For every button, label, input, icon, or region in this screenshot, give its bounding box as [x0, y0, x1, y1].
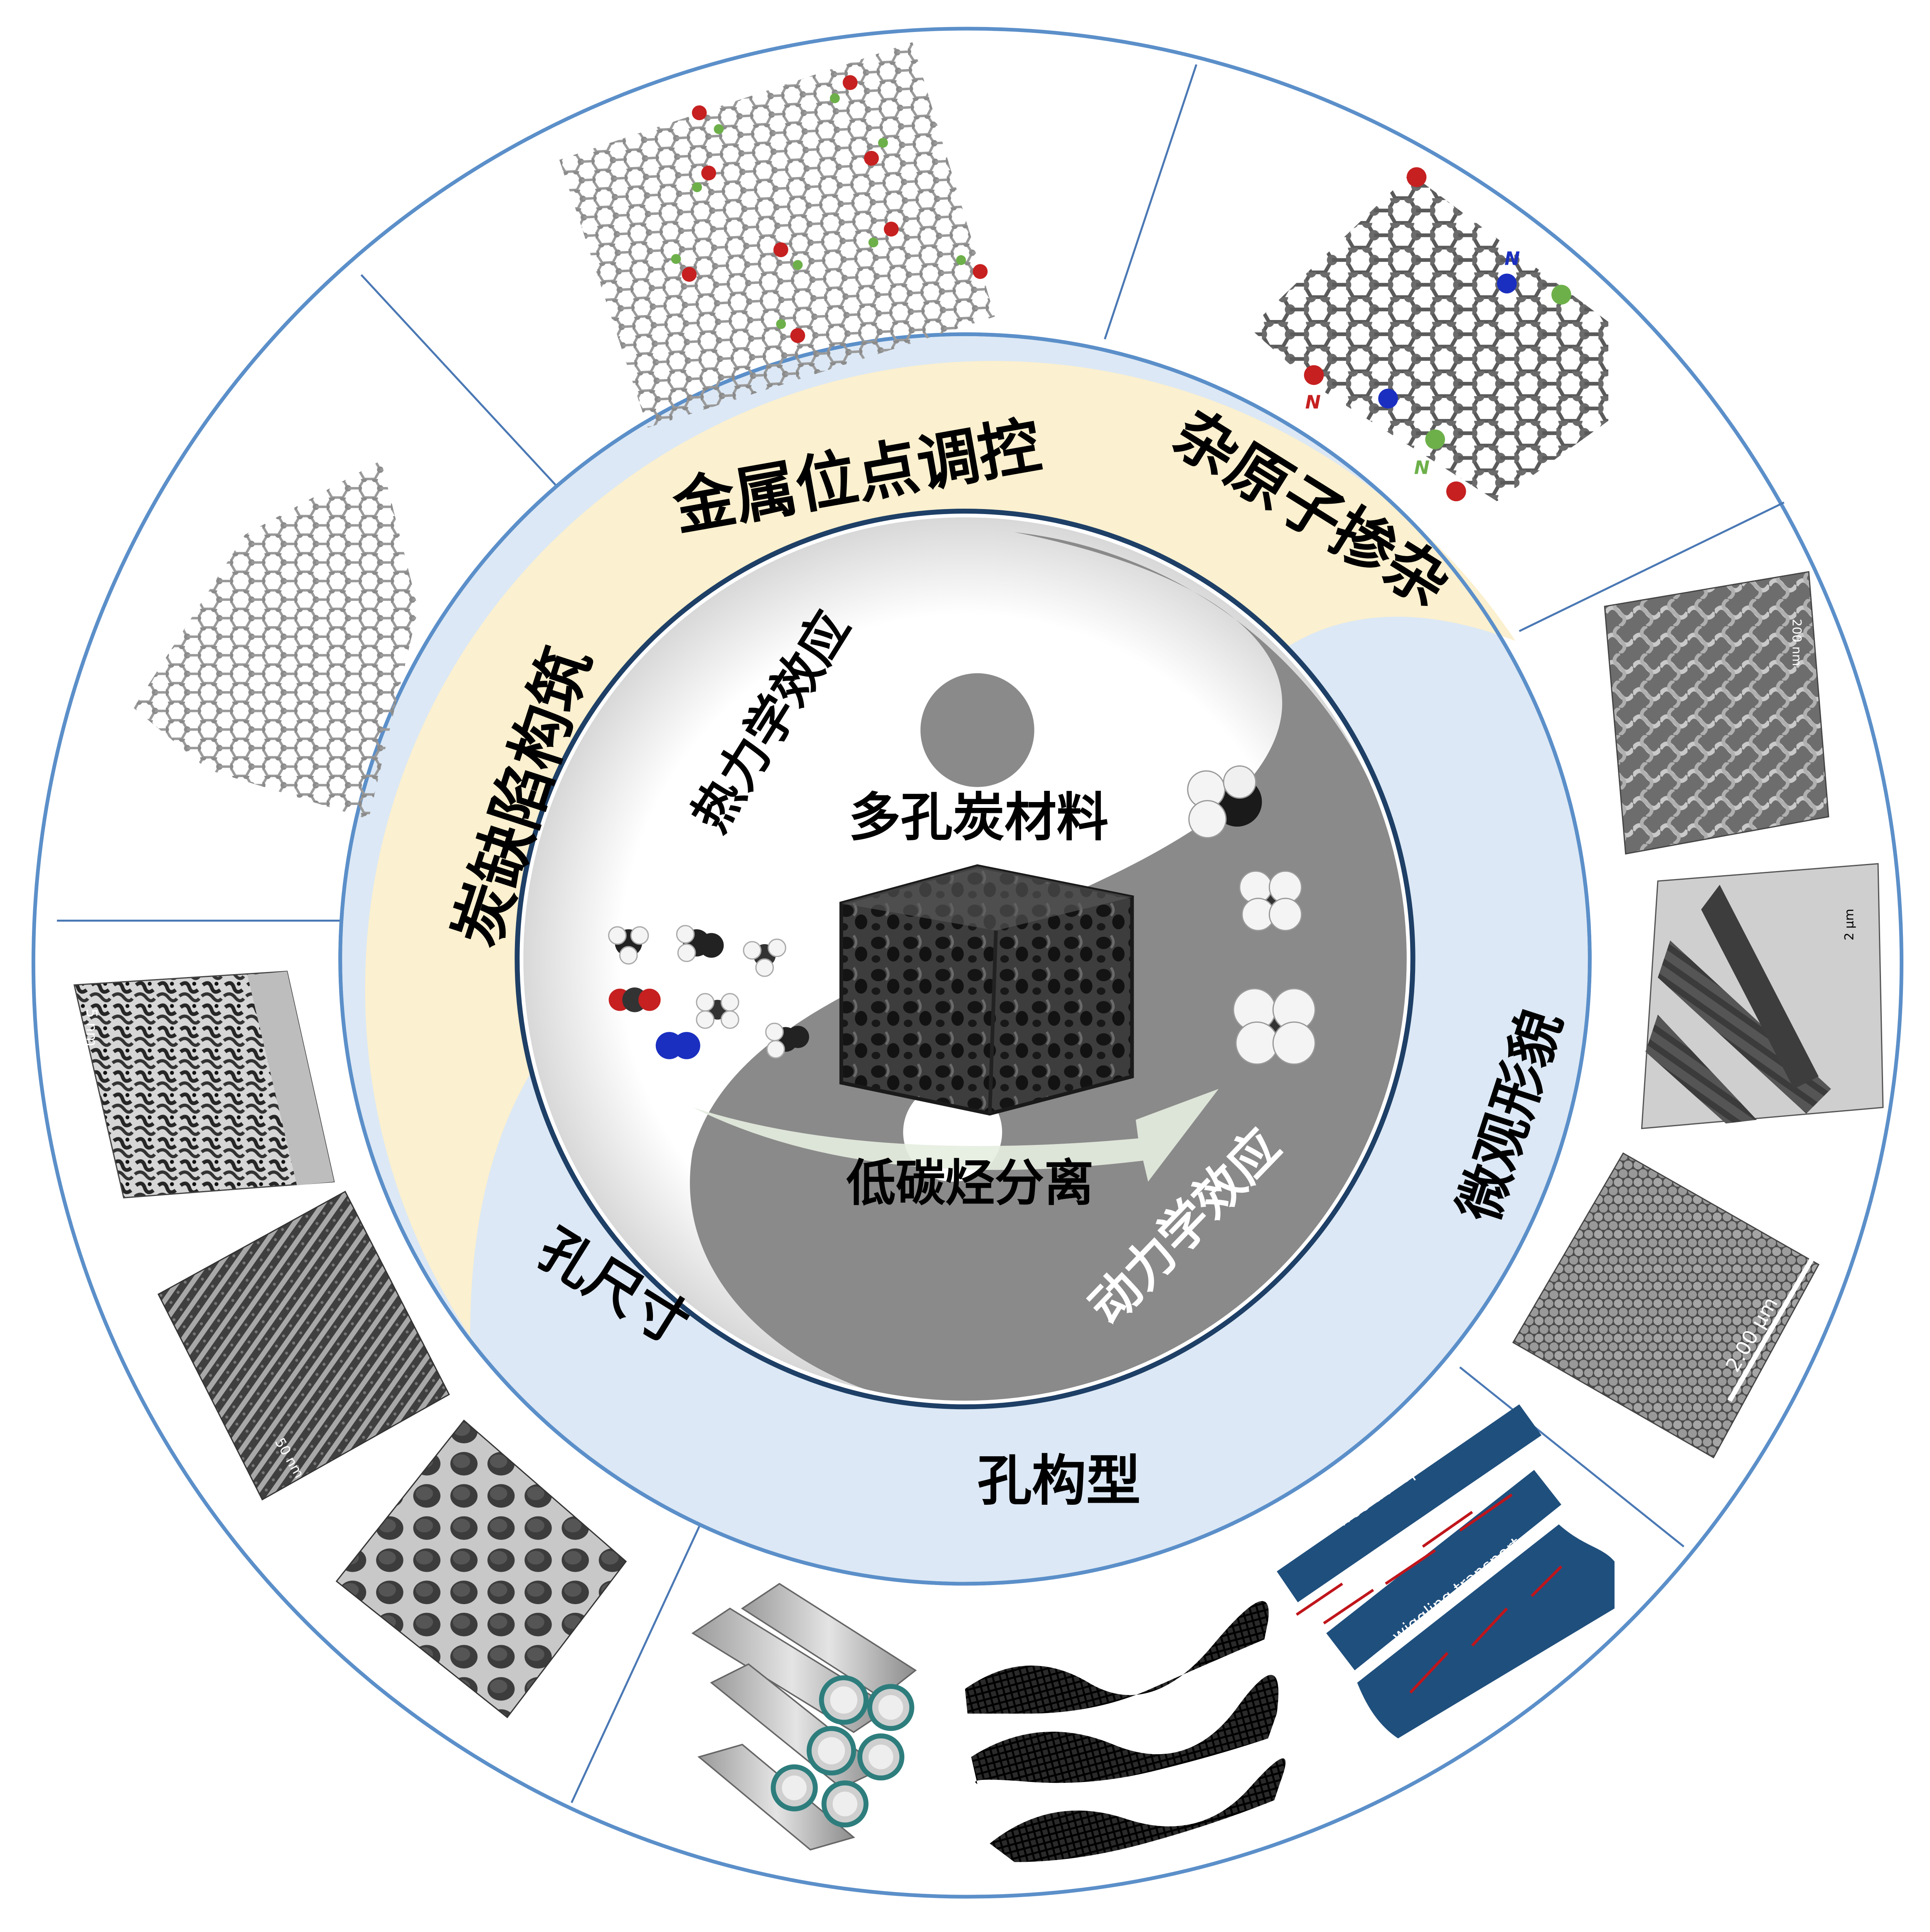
- label-separation: 低碳烃分离: [846, 1154, 1093, 1212]
- defect-lattice-image: [133, 460, 418, 820]
- gas-molecules-left: [608, 925, 809, 1059]
- hrtem-stripe-image: 50 nm: [158, 1191, 450, 1501]
- center-title: 多孔炭材料: [849, 788, 1108, 848]
- gas-molecules-right: [1187, 765, 1316, 1065]
- dopant-label-n-red: N: [1305, 391, 1321, 413]
- kinetic-arrow: [693, 1089, 1219, 1182]
- tem-mesopore-image: 5 nm: [73, 970, 335, 1199]
- sem-honeycomb-image: [335, 1419, 627, 1718]
- wavy-fiber-image: [965, 1601, 1286, 1862]
- dopant-label-n-green: N: [1414, 457, 1430, 479]
- scale-label-5nm: 5 nm: [83, 1009, 100, 1047]
- porous-carbon-cube: [839, 864, 1134, 1116]
- yin-dot-top: [920, 673, 1034, 787]
- nanotube-bundle-image: [691, 1583, 917, 1851]
- tem-nanorod-image: 2 μm: [1641, 863, 1884, 1130]
- sem-nanofiber-image: 200 nm: [1604, 571, 1829, 855]
- sector-dividers: [57, 64, 1785, 1803]
- transport-channel-image: free transport wiggling transport: [1277, 1404, 1615, 1739]
- dopant-label-n-blue: N: [1504, 248, 1520, 270]
- label-pore-configuration: 孔构型: [977, 1449, 1141, 1513]
- doped-graphene-image: N N N: [1249, 167, 1608, 502]
- scale-label-200nm: 200 nm: [1790, 619, 1804, 666]
- graphene-lattice-image: [559, 42, 995, 428]
- scale-label-2um: 2 μm: [1842, 909, 1856, 940]
